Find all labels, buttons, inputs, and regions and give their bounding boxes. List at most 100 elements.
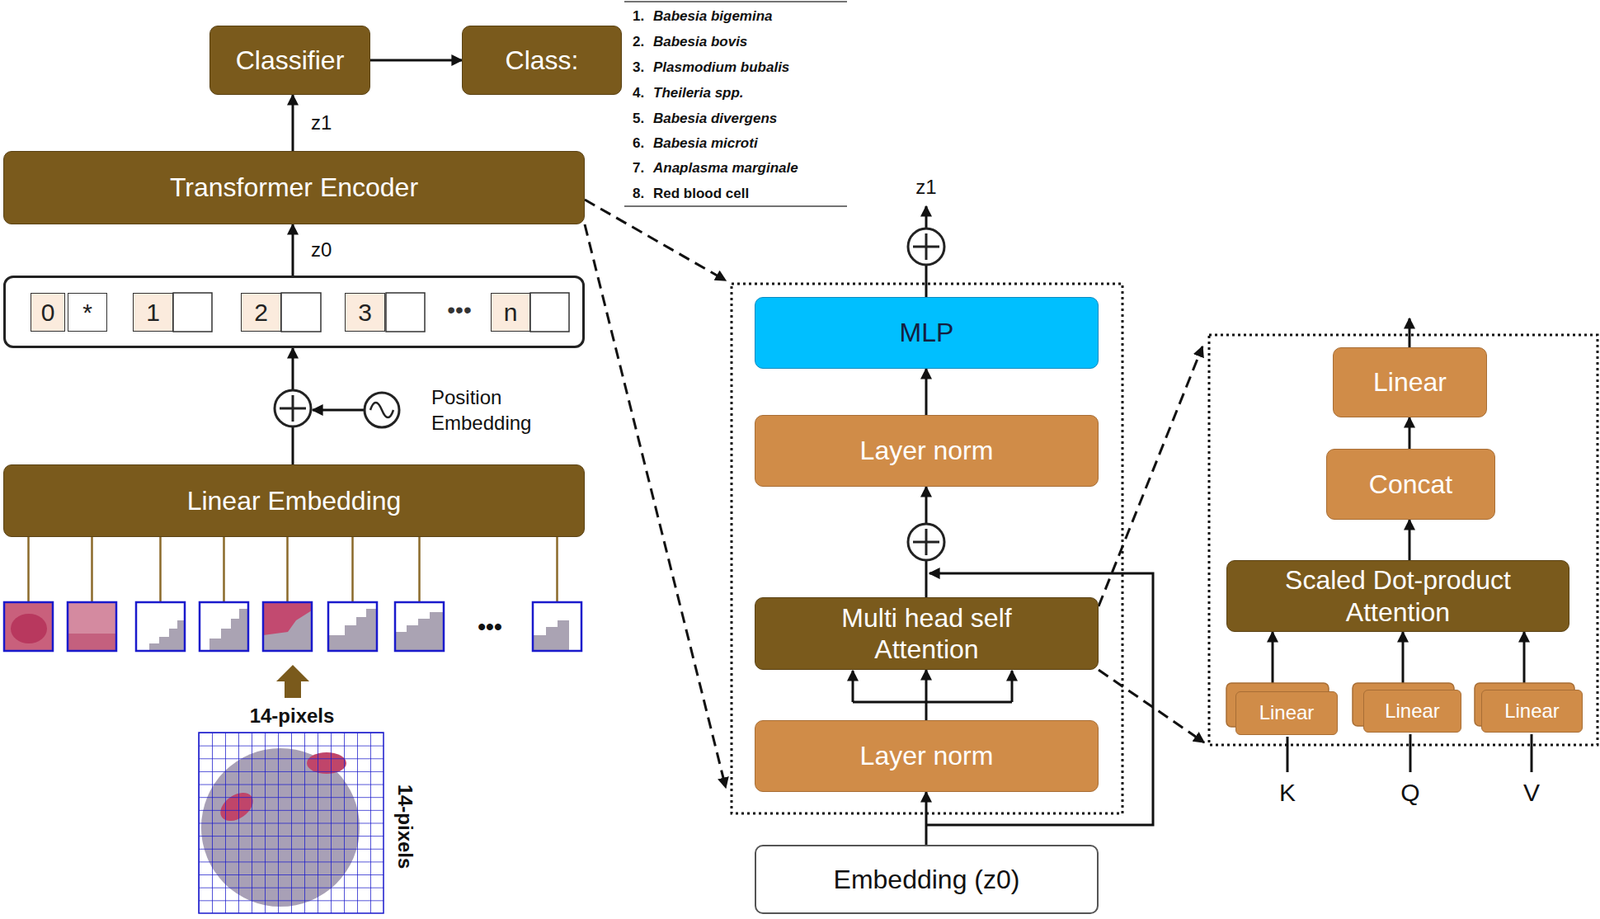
image-patch bbox=[136, 602, 185, 651]
sum-symbol bbox=[908, 228, 945, 265]
output-wire bbox=[925, 264, 928, 297]
linear-box: Linear bbox=[1481, 689, 1583, 733]
box-text: 2 bbox=[254, 297, 269, 328]
attention-box: Scaled Dot-product Attention bbox=[1226, 560, 1570, 632]
list-number: 6. bbox=[632, 134, 645, 153]
empty-token bbox=[173, 292, 570, 332]
box-text: ••• bbox=[447, 296, 471, 325]
output-wire bbox=[925, 206, 928, 229]
mlp-box: MLP bbox=[754, 296, 1099, 369]
signal-name: z0 bbox=[310, 236, 332, 263]
box-text: 1 bbox=[145, 297, 160, 328]
box-text: Classifier bbox=[235, 44, 345, 76]
class-name: Babesia bovis bbox=[653, 32, 748, 52]
image-patch bbox=[395, 602, 444, 651]
connector bbox=[1523, 631, 1526, 690]
box-text: Linear bbox=[1504, 699, 1560, 724]
box-text: * bbox=[82, 297, 93, 328]
embedding-arrow bbox=[312, 409, 365, 412]
token-index: 0 bbox=[30, 292, 66, 332]
image-patch bbox=[67, 602, 117, 651]
signal-name: z1 bbox=[310, 109, 332, 136]
list-number: 5. bbox=[632, 109, 645, 128]
table-rule bbox=[624, 205, 848, 208]
connector bbox=[291, 224, 295, 276]
image-patch bbox=[4, 602, 53, 651]
connector bbox=[925, 791, 928, 845]
connector bbox=[1408, 519, 1412, 560]
box-text: 3 bbox=[357, 297, 372, 328]
signal-name: Q bbox=[1400, 776, 1420, 809]
cell-image bbox=[198, 732, 384, 913]
connector bbox=[925, 669, 928, 720]
attention-box: Multi head self Attention bbox=[754, 597, 1099, 670]
component-label: Position Embedding bbox=[431, 384, 564, 436]
class-name: Babesia divergens bbox=[653, 109, 777, 128]
image-patch bbox=[199, 602, 249, 651]
linear-box: Linear bbox=[1235, 691, 1338, 735]
fan-wire bbox=[851, 670, 855, 702]
table-rule bbox=[624, 0, 848, 3]
list-number: 3. bbox=[632, 58, 645, 77]
class-name: Red blood cell bbox=[653, 184, 749, 203]
signal-name: V bbox=[1523, 776, 1540, 809]
box-text: Linear bbox=[1384, 699, 1440, 724]
box-text: Linear bbox=[1373, 366, 1447, 398]
box-text: Scaled Dot-product Attention bbox=[1249, 564, 1547, 628]
dimension: 14-pixels bbox=[249, 702, 335, 729]
list-number: 7. bbox=[632, 159, 645, 178]
token-index: n bbox=[490, 292, 531, 332]
zoom-leader bbox=[584, 199, 1205, 788]
token-index: 3 bbox=[344, 292, 386, 332]
fan-wire bbox=[1011, 670, 1014, 702]
list-number: 8. bbox=[632, 184, 645, 203]
box-text: Embedding (z0) bbox=[833, 863, 1021, 895]
box-text: 0 bbox=[41, 297, 56, 328]
output-wire bbox=[1408, 318, 1412, 348]
connector bbox=[1271, 631, 1275, 692]
layer-norm-box: Layer norm bbox=[754, 414, 1099, 487]
list-number: 2. bbox=[632, 32, 645, 52]
image-patch bbox=[328, 602, 377, 651]
sum-symbol bbox=[908, 523, 945, 560]
image-patch bbox=[532, 602, 582, 651]
patch-wire bbox=[28, 536, 558, 603]
connector bbox=[1402, 631, 1405, 690]
box-text: Class: bbox=[505, 44, 579, 76]
connector bbox=[925, 486, 928, 598]
box-text: Transformer Encoder bbox=[169, 171, 419, 203]
token-index: 1 bbox=[132, 292, 174, 332]
block-arrow bbox=[276, 664, 310, 698]
signal-name: K bbox=[1279, 776, 1296, 809]
connector bbox=[291, 348, 295, 465]
image-patch bbox=[263, 602, 312, 651]
layer-norm-box: Layer norm bbox=[754, 720, 1099, 792]
class-box: Class: bbox=[461, 25, 622, 95]
class-token: * bbox=[67, 292, 108, 332]
signal-name: z1 bbox=[915, 174, 937, 200]
box-text: Concat bbox=[1369, 468, 1453, 500]
encoder-box: Transformer Encoder bbox=[3, 150, 585, 225]
connector bbox=[1408, 417, 1412, 449]
dimension: 14-pixels bbox=[391, 784, 418, 870]
class-name: Babesia bigemina bbox=[653, 7, 773, 26]
box-text: Layer norm bbox=[860, 434, 994, 466]
linear-box: Linear bbox=[1332, 347, 1488, 418]
box-text: MLP bbox=[899, 316, 955, 349]
token-index: 2 bbox=[240, 292, 282, 332]
fan-wire bbox=[852, 701, 1012, 704]
class-name: Anaplasma marginale bbox=[653, 159, 799, 178]
embedding-box: Linear Embedding bbox=[3, 464, 585, 537]
attention-block-outline bbox=[1209, 334, 1598, 745]
class-name: Plasmodium bubalis bbox=[653, 58, 790, 77]
concat-box: Concat bbox=[1326, 448, 1496, 520]
box-text: Layer norm bbox=[860, 739, 994, 772]
connector bbox=[370, 59, 462, 62]
linear-box: Linear bbox=[1363, 689, 1462, 733]
token-sequence: ••• 0 * 1 2 3 n bbox=[3, 275, 585, 349]
sum-symbol bbox=[274, 390, 311, 427]
box-text: Linear Embedding bbox=[187, 484, 402, 517]
box-text: Multi head self Attention bbox=[803, 602, 1051, 666]
wave-symbol bbox=[364, 392, 400, 428]
list-number: 4. bbox=[632, 84, 645, 103]
